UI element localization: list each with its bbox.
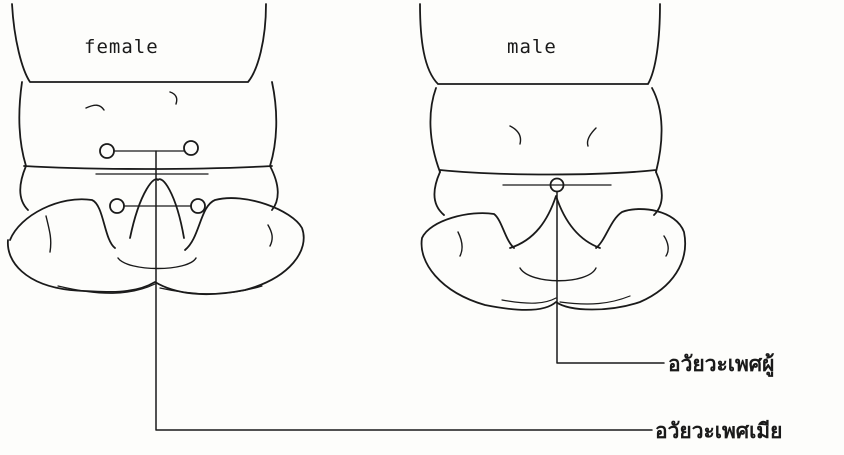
female-spot-upper-left: [100, 144, 114, 158]
female-notch: [130, 179, 184, 238]
female-spot-upper-right: [184, 141, 198, 155]
female-spot-lower-left: [110, 199, 124, 213]
female-lower-segment: [20, 166, 278, 210]
male-marks: [458, 126, 668, 256]
female-middle-segment: [19, 82, 276, 169]
male-terminal-segment: [422, 209, 686, 310]
female-marks: [46, 92, 272, 252]
male-leader-line: [557, 192, 664, 363]
female-panel-title: female: [84, 36, 159, 58]
female-organ-label: อวัยวะเพศเมีย: [655, 415, 782, 448]
female-spot-lower-right: [191, 199, 205, 213]
male-organ-label: อวัยวะเพศผู้: [668, 348, 774, 381]
male-bottom-fold: [502, 296, 630, 304]
leader-lines: [156, 151, 664, 430]
male-cavity: [520, 268, 596, 281]
male-panel-title: male: [507, 36, 557, 58]
female-cavity: [118, 258, 196, 269]
female-leader-line: [156, 151, 652, 430]
male-notch: [510, 196, 600, 248]
male-middle-segment: [430, 88, 661, 175]
male-lower-segment: [434, 172, 661, 215]
